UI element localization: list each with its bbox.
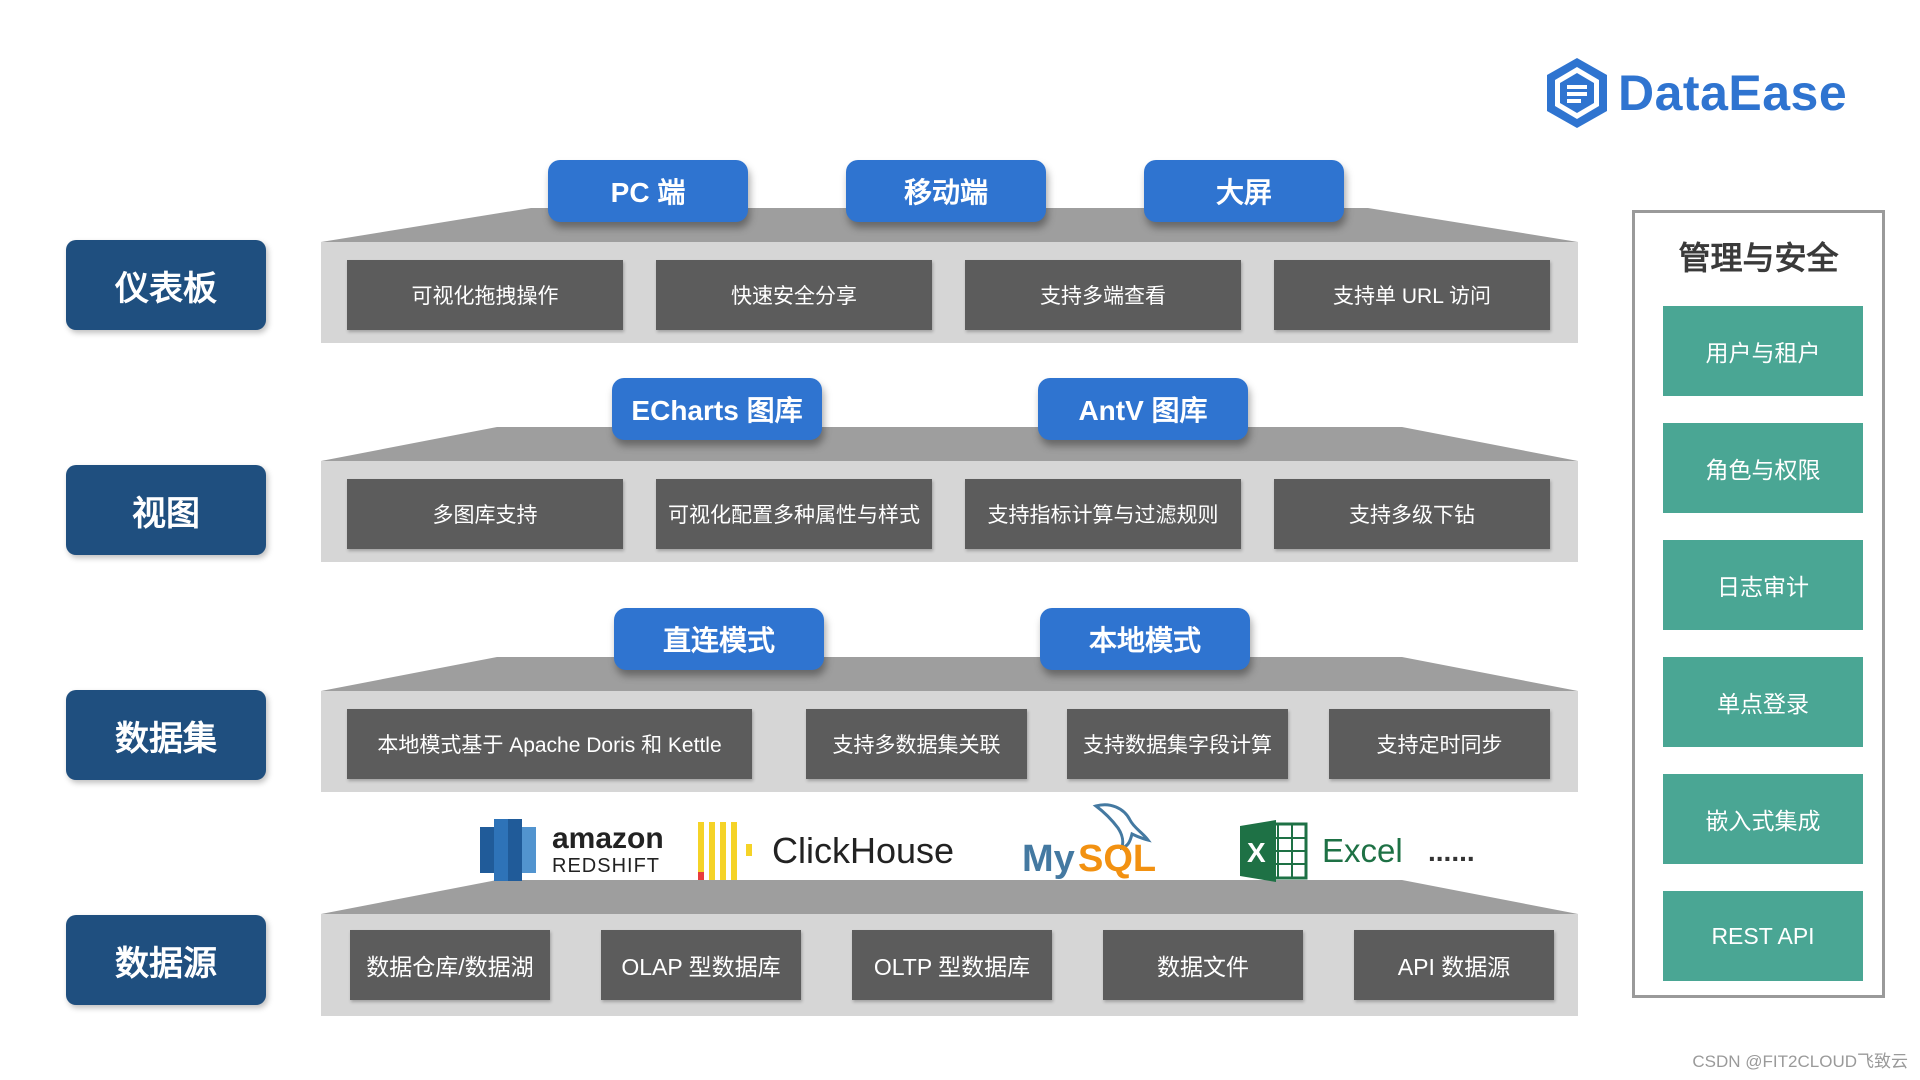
mysql-text-my: My <box>1022 838 1075 880</box>
mgmt-item-users-tenants: 用户与租户 <box>1663 306 1863 396</box>
feature-metric-filter: 支持指标计算与过滤规则 <box>965 479 1241 549</box>
excel-icon: X <box>1240 820 1308 882</box>
feature-multi-device: 支持多端查看 <box>965 260 1241 330</box>
mgmt-item-rest-api: REST API <box>1663 891 1863 981</box>
feature-oltp-db: OLTP 型数据库 <box>852 930 1052 1000</box>
clickhouse-text: ClickHouse <box>772 830 955 871</box>
pill-echarts: ECharts 图库 <box>612 378 822 440</box>
feature-field-calc: 支持数据集字段计算 <box>1067 709 1288 779</box>
management-panel: 管理与安全 用户与租户 角色与权限 日志审计 单点登录 嵌入式集成 REST A… <box>1632 210 1885 998</box>
feature-scheduled-sync: 支持定时同步 <box>1329 709 1550 779</box>
feature-warehouse-lake: 数据仓库/数据湖 <box>350 930 550 1000</box>
clickhouse-icon <box>698 822 752 880</box>
layer-label-dashboard: 仪表板 <box>66 240 266 330</box>
feature-doris-kettle: 本地模式基于 Apache Doris 和 Kettle <box>347 709 752 779</box>
clickhouse-logo: ClickHouse <box>696 820 954 882</box>
pill-direct-mode: 直连模式 <box>614 608 824 670</box>
feature-api-source: API 数据源 <box>1354 930 1554 1000</box>
excel-logo: X Excel <box>1238 818 1403 884</box>
amazon-redshift-logo: amazon REDSHIFT <box>478 815 664 885</box>
mysql-logo: My SQL <box>1022 800 1156 880</box>
feature-url-access: 支持单 URL 访问 <box>1274 260 1550 330</box>
mgmt-item-embedded: 嵌入式集成 <box>1663 774 1863 864</box>
pill-pc: PC 端 <box>548 160 748 222</box>
pill-mobile: 移动端 <box>846 160 1046 222</box>
mgmt-item-roles-permissions: 角色与权限 <box>1663 423 1863 513</box>
pill-antv: AntV 图库 <box>1038 378 1248 440</box>
watermark: CSDN @FIT2CLOUD飞致云 <box>1692 1052 1908 1071</box>
feature-dataset-join: 支持多数据集关联 <box>806 709 1027 779</box>
mgmt-item-sso: 单点登录 <box>1663 657 1863 747</box>
dataease-hexagon-icon <box>1547 58 1607 128</box>
pill-big-screen: 大屏 <box>1144 160 1344 222</box>
feature-drill-down: 支持多级下钻 <box>1274 479 1550 549</box>
mgmt-item-audit-log: 日志审计 <box>1663 540 1863 630</box>
dolphin-icon <box>1092 803 1152 850</box>
feature-olap-db: OLAP 型数据库 <box>601 930 801 1000</box>
mysql-text-sql: SQL <box>1078 838 1157 880</box>
pill-local-mode: 本地模式 <box>1040 608 1250 670</box>
management-title: 管理与安全 <box>1678 240 1839 276</box>
excel-text: Excel <box>1322 832 1403 869</box>
feature-multi-library: 多图库支持 <box>347 479 623 549</box>
amazon-text: amazon <box>552 822 664 855</box>
layer-label-datasource: 数据源 <box>66 915 266 1005</box>
more-sources-ellipsis: ...... <box>1428 836 1475 867</box>
dataease-logo: DataEase <box>1544 56 1847 130</box>
feature-drag-drop: 可视化拖拽操作 <box>347 260 623 330</box>
brand-name: DataEase <box>1618 65 1848 121</box>
feature-style-config: 可视化配置多种属性与样式 <box>656 479 932 549</box>
layer-label-dataset: 数据集 <box>66 690 266 780</box>
feature-data-file: 数据文件 <box>1103 930 1303 1000</box>
layer-label-view: 视图 <box>66 465 266 555</box>
svg-text:X: X <box>1247 837 1266 868</box>
feature-secure-share: 快速安全分享 <box>656 260 932 330</box>
redshift-text: REDSHIFT <box>552 855 660 877</box>
redshift-icon <box>480 819 536 881</box>
